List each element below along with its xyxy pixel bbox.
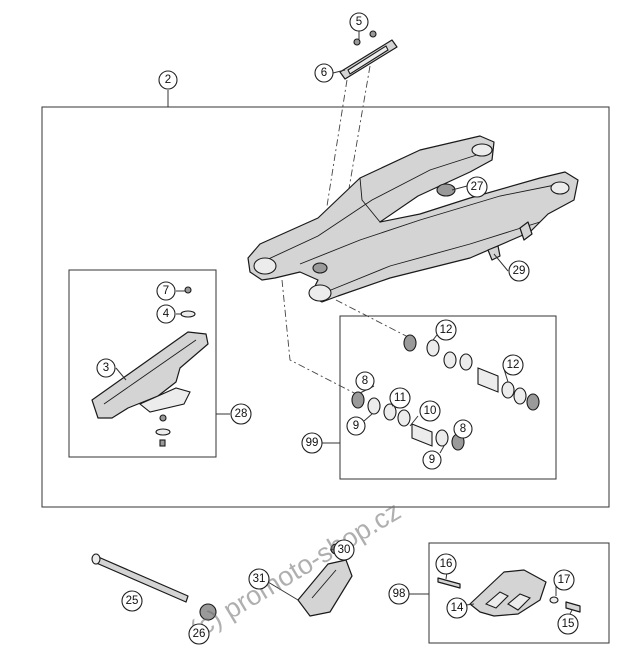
chain-guard-part: [339, 30, 398, 80]
bearing-kit-frame: [339, 315, 557, 480]
callout-27: 27: [466, 176, 488, 198]
callout-6: 6: [314, 63, 334, 83]
svg-text:30: 30: [338, 544, 351, 556]
svg-text:3: 3: [103, 362, 109, 374]
callout-9-right: 9: [422, 450, 442, 470]
svg-text:7: 7: [163, 285, 169, 297]
callout-7: 7: [156, 281, 176, 301]
callout-10: 10: [419, 400, 441, 422]
callout-8-right: 8: [453, 419, 473, 439]
svg-text:99: 99: [306, 437, 319, 449]
svg-text:25: 25: [126, 595, 139, 607]
svg-text:29: 29: [513, 265, 526, 277]
svg-text:2: 2: [165, 74, 171, 86]
callout-30: 30: [333, 539, 355, 561]
svg-text:8: 8: [362, 375, 368, 387]
callout-16: 16: [435, 553, 457, 575]
callout-29: 29: [508, 260, 530, 282]
callout-31: 31: [248, 568, 270, 590]
svg-text:31: 31: [253, 573, 266, 585]
svg-text:8: 8: [460, 423, 466, 435]
callout-98: 98: [388, 583, 410, 605]
svg-text:15: 15: [562, 618, 575, 630]
guard-dash-left: [326, 79, 348, 207]
callout-8-left: 8: [355, 371, 375, 391]
svg-text:17: 17: [558, 574, 571, 586]
svg-text:98: 98: [393, 588, 406, 600]
bearing-parts: [351, 334, 540, 451]
leader-lines: [115, 30, 573, 619]
svg-text:27: 27: [471, 181, 484, 193]
svg-text:28: 28: [235, 408, 248, 420]
callout-4: 4: [156, 304, 176, 324]
chain-guide-part: [437, 569, 581, 617]
svg-text:12: 12: [440, 324, 453, 336]
svg-text:9: 9: [353, 420, 359, 432]
svg-text:10: 10: [424, 405, 437, 417]
callout-99: 99: [301, 432, 323, 454]
callout-5: 5: [349, 12, 369, 32]
pivot-dash-left: [281, 279, 361, 397]
chain-slider-part: [91, 286, 209, 447]
callout-12-upper: 12: [435, 319, 457, 341]
callout-25: 25: [121, 590, 143, 612]
svg-text:6: 6: [321, 67, 327, 79]
guard-dash-right: [345, 65, 371, 207]
callout-26: 26: [188, 623, 210, 645]
svg-text:5: 5: [356, 16, 362, 28]
svg-text:9: 9: [429, 454, 435, 466]
svg-text:12: 12: [507, 359, 520, 371]
callout-17: 17: [553, 569, 575, 591]
swingarm-group-frame: [41, 106, 610, 508]
callout-28: 28: [230, 403, 252, 425]
callout-15: 15: [557, 613, 579, 635]
watermark-text: (c) promoto-shop.cz: [185, 496, 406, 645]
svg-text:4: 4: [163, 308, 170, 320]
chain-guide-kit-frame: [428, 542, 610, 644]
callout-3: 3: [96, 358, 116, 378]
callout-2: 2: [158, 70, 178, 90]
pivot-dash-right: [335, 299, 411, 339]
swingarm-part: [247, 135, 579, 303]
callout-11: 11: [389, 387, 411, 409]
svg-text:16: 16: [440, 558, 453, 570]
svg-text:11: 11: [394, 392, 406, 404]
chain-slider-group-frame: [68, 269, 217, 458]
svg-text:26: 26: [193, 628, 206, 640]
callout-14: 14: [446, 597, 468, 619]
callout-12-right: 12: [502, 354, 524, 376]
svg-text:14: 14: [451, 602, 464, 614]
callout-9-left: 9: [346, 416, 366, 436]
